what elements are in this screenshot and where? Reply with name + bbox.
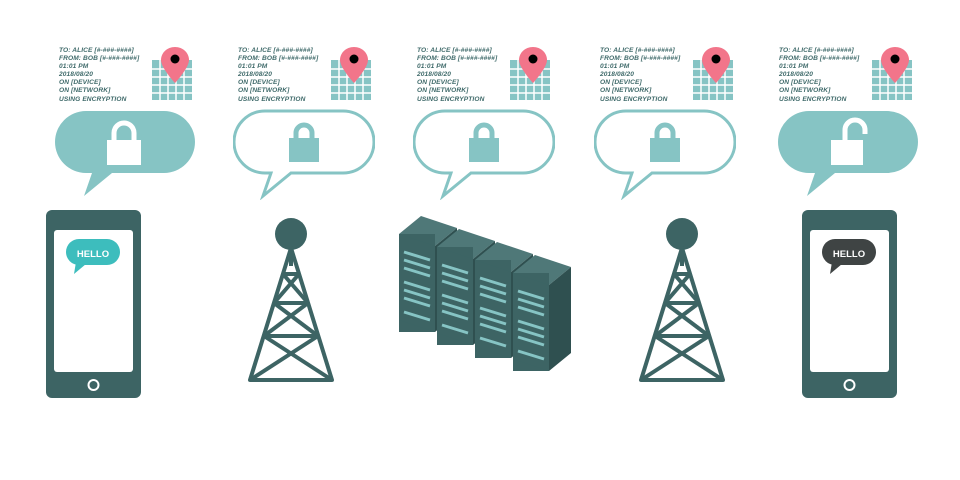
meta-from: FROM: BOB [#-###-####] bbox=[238, 55, 319, 63]
meta-date: 2018/08/20 bbox=[238, 71, 273, 79]
metadata-block-4: TO: ALICE [#-###-####] FROM: BOB [#-###-… bbox=[600, 47, 710, 104]
meta-network: ON [NETWORK] bbox=[779, 87, 831, 95]
meta-to: TO: ALICE [#-###-####] bbox=[417, 47, 492, 54]
meta-encryption: USING ENCRYPTION bbox=[600, 95, 668, 103]
meta-encryption: USING ENCRYPTION bbox=[59, 95, 127, 103]
home-button-icon bbox=[87, 379, 100, 391]
meta-time: 01:01 PM bbox=[600, 63, 630, 71]
receiver-message-text: HELLO bbox=[833, 249, 865, 260]
meta-device: ON [DEVICE] bbox=[600, 79, 642, 87]
meta-from: FROM: BOB [#-###-####] bbox=[779, 55, 860, 63]
meta-time: 01:01 PM bbox=[238, 63, 268, 71]
calendar-pin-icon bbox=[510, 47, 550, 100]
meta-date: 2018/08/20 bbox=[779, 71, 814, 79]
calendar-pin-icon bbox=[693, 47, 733, 100]
lock-closed-icon bbox=[469, 122, 499, 162]
metadata-block-1: TO: ALICE [#-###-####] FROM: BOB [#-###-… bbox=[59, 47, 169, 104]
meta-network: ON [NETWORK] bbox=[600, 87, 652, 95]
meta-from: FROM: BOB [#-###-####] bbox=[417, 55, 498, 63]
lock-closed-icon bbox=[650, 122, 680, 162]
calendar-pin-icon bbox=[331, 47, 371, 100]
meta-date: 2018/08/20 bbox=[417, 71, 452, 79]
encrypted-message-bubble bbox=[594, 109, 736, 200]
meta-date: 2018/08/20 bbox=[600, 71, 635, 79]
receiver-message-bubble: HELLO bbox=[822, 239, 876, 274]
meta-time: 01:01 PM bbox=[59, 63, 89, 71]
meta-date: 2018/08/20 bbox=[59, 71, 94, 79]
lock-closed-icon bbox=[289, 122, 319, 162]
meta-device: ON [DEVICE] bbox=[417, 79, 459, 87]
meta-device: ON [DEVICE] bbox=[779, 79, 821, 87]
tower-antenna-icon bbox=[275, 218, 307, 250]
meta-network: ON [NETWORK] bbox=[417, 87, 469, 95]
meta-from: FROM: BOB [#-###-####] bbox=[600, 55, 681, 63]
receiver-phone: HELLO bbox=[802, 210, 897, 398]
encrypted-message-bubble bbox=[413, 109, 555, 200]
meta-to: TO: ALICE [#-###-####] bbox=[59, 47, 134, 54]
meta-time: 01:01 PM bbox=[417, 63, 447, 71]
metadata-block-3: TO: ALICE [#-###-####] FROM: BOB [#-###-… bbox=[417, 47, 527, 104]
sender-cell-tower bbox=[248, 218, 334, 382]
phone-screen bbox=[810, 230, 889, 372]
metadata-block-5: TO: ALICE [#-###-####] FROM: BOB [#-###-… bbox=[779, 47, 889, 104]
phone-screen bbox=[54, 230, 133, 372]
meta-encryption: USING ENCRYPTION bbox=[238, 95, 306, 103]
meta-network: ON [NETWORK] bbox=[59, 87, 111, 95]
calendar-pin-icon bbox=[152, 47, 192, 100]
meta-encryption: USING ENCRYPTION bbox=[417, 95, 485, 103]
server-icon bbox=[511, 253, 573, 373]
meta-device: ON [DEVICE] bbox=[59, 79, 101, 87]
receiver-cell-tower bbox=[639, 218, 725, 382]
encrypted-message-bubble bbox=[55, 111, 195, 196]
sender-message-text: HELLO bbox=[77, 249, 109, 260]
meta-to: TO: ALICE [#-###-####] bbox=[600, 47, 675, 54]
meta-to: TO: ALICE [#-###-####] bbox=[238, 47, 313, 54]
tower-antenna-icon bbox=[666, 218, 698, 250]
meta-to: TO: ALICE [#-###-####] bbox=[779, 47, 854, 54]
meta-time: 01:01 PM bbox=[779, 63, 809, 71]
sender-phone: HELLO bbox=[46, 210, 141, 398]
home-button-icon bbox=[843, 379, 856, 391]
lock-open-icon bbox=[831, 117, 868, 165]
meta-encryption: USING ENCRYPTION bbox=[779, 95, 847, 103]
meta-network: ON [NETWORK] bbox=[238, 87, 290, 95]
decrypted-message-bubble bbox=[778, 111, 918, 196]
sender-message-bubble: HELLO bbox=[66, 239, 120, 274]
encrypted-message-bubble bbox=[233, 109, 375, 200]
server-rack-cluster bbox=[397, 216, 573, 373]
calendar-pin-icon bbox=[872, 47, 912, 100]
meta-device: ON [DEVICE] bbox=[238, 79, 280, 87]
metadata-block-2: TO: ALICE [#-###-####] FROM: BOB [#-###-… bbox=[238, 47, 348, 104]
meta-from: FROM: BOB [#-###-####] bbox=[59, 55, 140, 63]
lock-closed-icon bbox=[107, 120, 141, 165]
